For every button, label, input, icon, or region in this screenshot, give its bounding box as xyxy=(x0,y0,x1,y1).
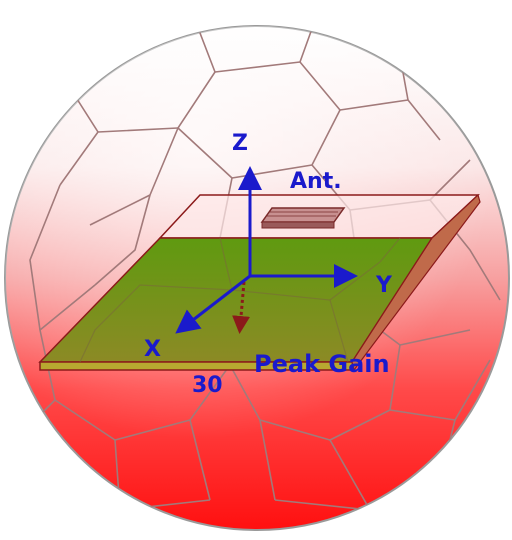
peak-gain-label: Peak Gain xyxy=(254,350,390,378)
antenna-label: Ant. xyxy=(290,169,342,194)
y-axis-label: Y xyxy=(375,273,393,298)
axes xyxy=(175,166,358,334)
x-axis xyxy=(175,274,251,334)
gain-value-label: 30 xyxy=(192,373,223,398)
antenna-chip xyxy=(260,207,346,229)
z-axis-label: Z xyxy=(232,131,248,156)
x-axis-label: X xyxy=(144,337,161,362)
peak-gain-arrow xyxy=(232,281,251,334)
